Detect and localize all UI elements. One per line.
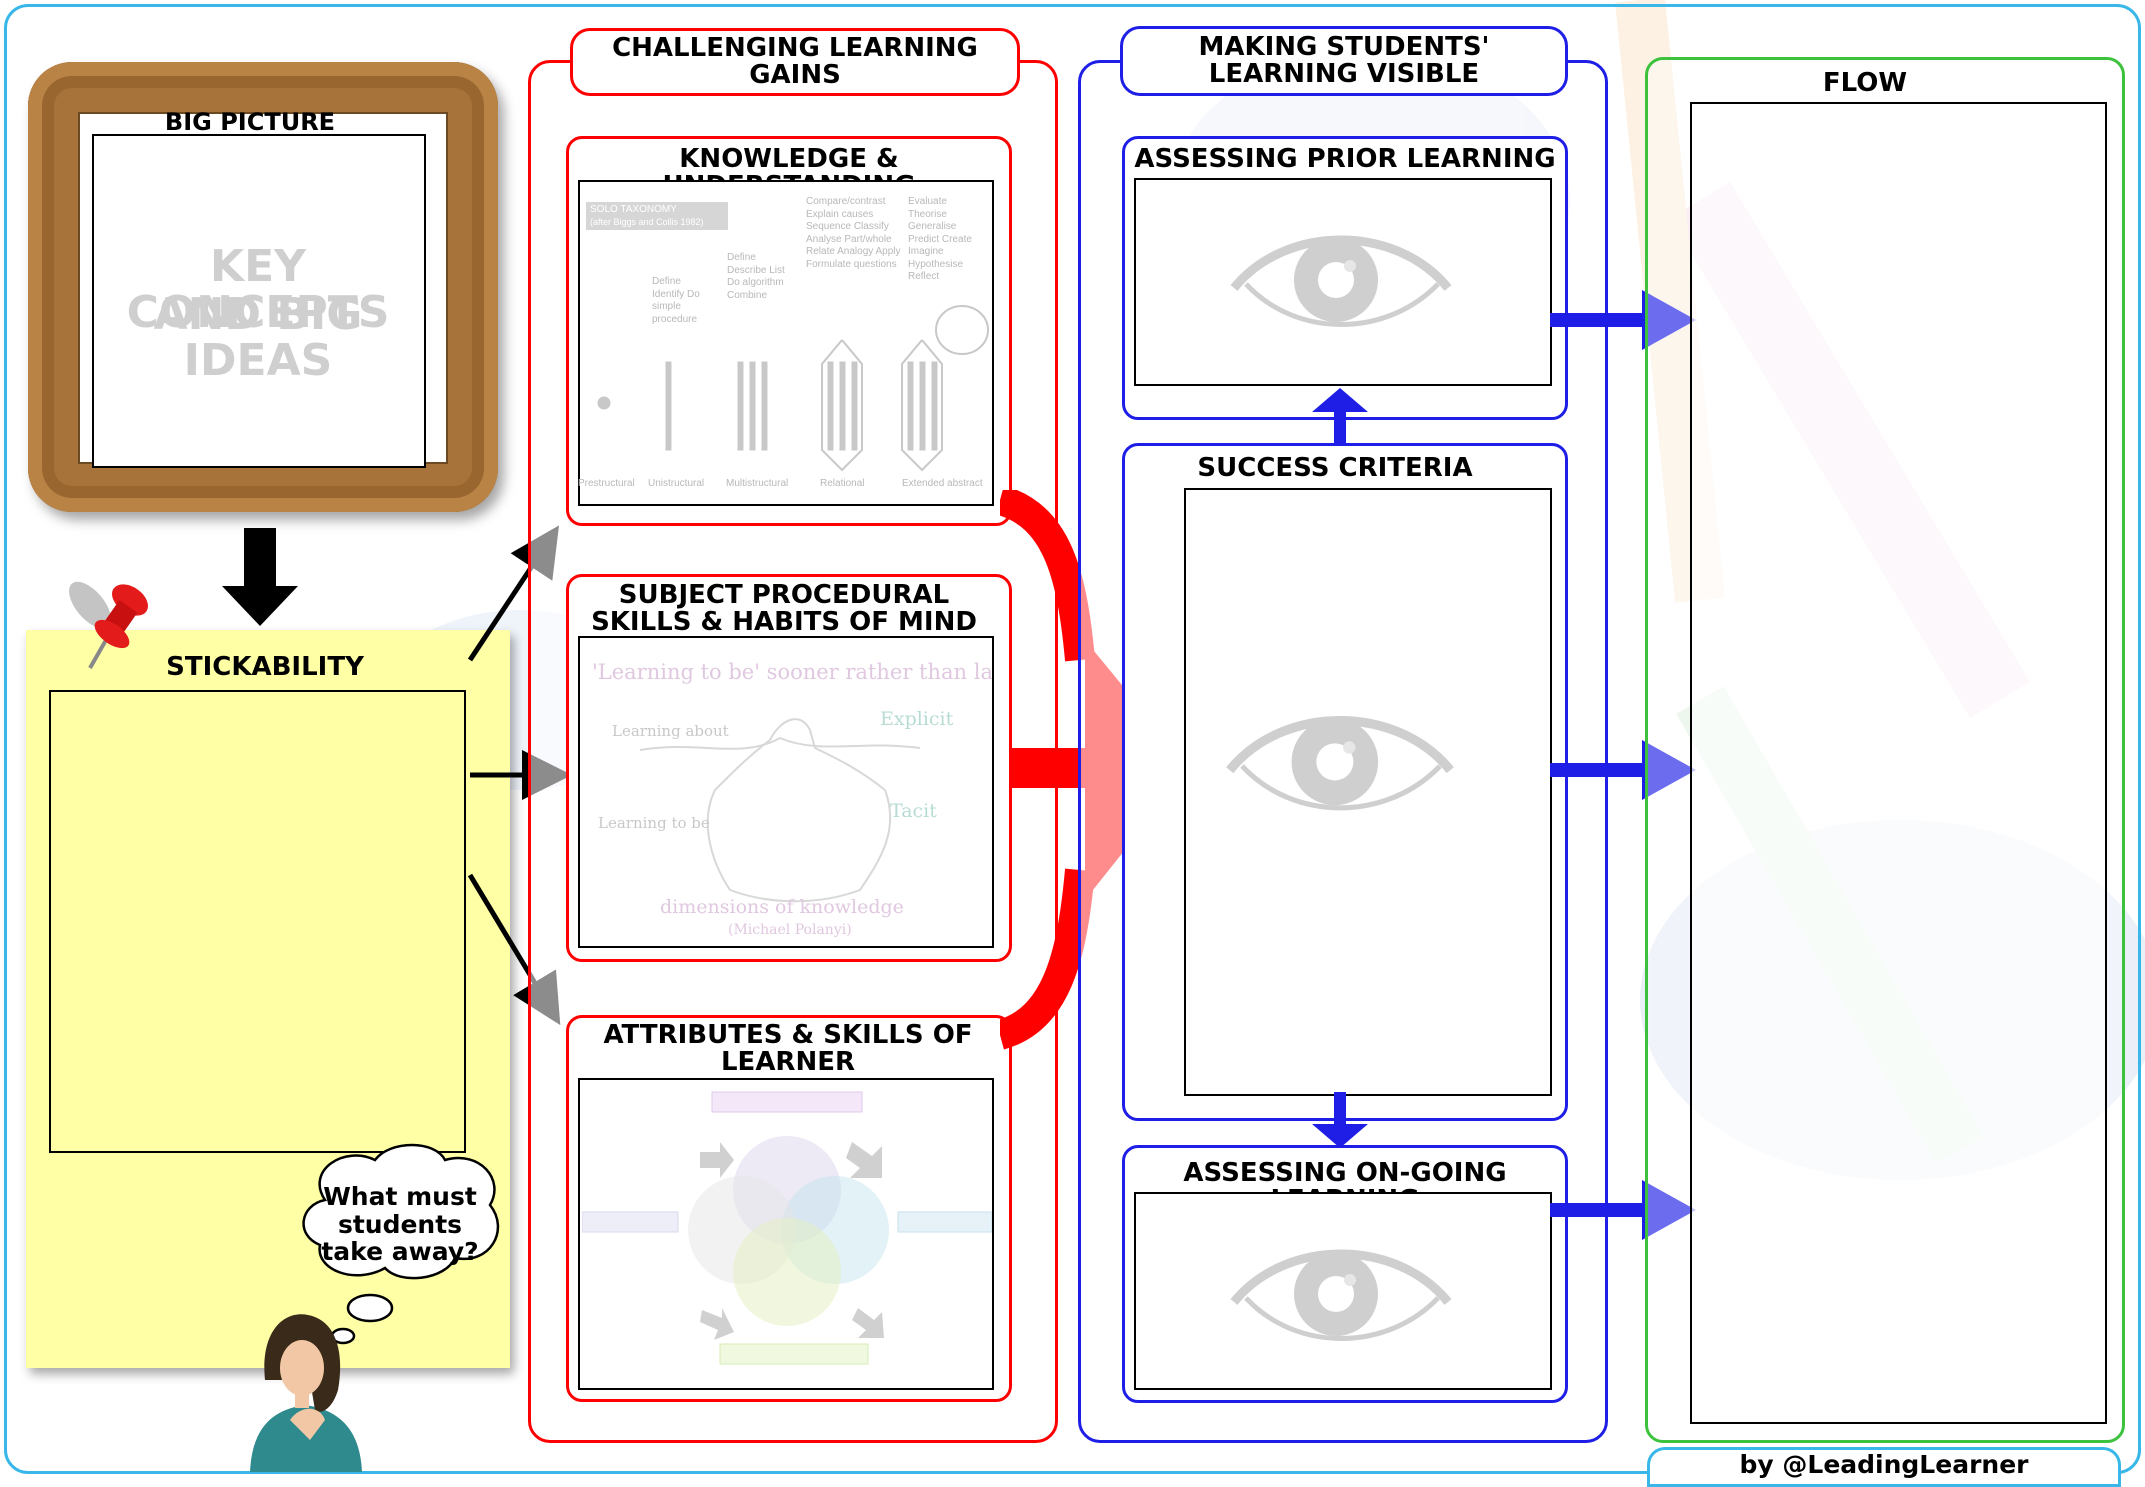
polanyi-label: (Michael Polanyi): [728, 922, 852, 938]
solo-subtitle: (after Biggs and Collis 1982): [590, 217, 704, 227]
flow-box[interactable]: [1690, 102, 2107, 1424]
arrow-success-to-flow: [1550, 740, 1696, 800]
solo-level-2: Unistructural: [648, 478, 705, 489]
success-box[interactable]: [1184, 488, 1552, 1096]
solo-verbs-rel: Compare/contrast Explain causes Sequence…: [806, 196, 901, 270]
success-title: SUCCESS CRITERIA: [1197, 453, 1473, 483]
visible-title: MAKING STUDENTS' LEARNING VISIBLE: [1120, 26, 1568, 96]
arrow-success-to-prior: [1312, 388, 1368, 446]
iceberg-drawing: [639, 718, 921, 903]
arrow-success-to-ongoing: [1312, 1092, 1368, 1148]
arrow-ongoing-to-flow: [1550, 1180, 1696, 1240]
stickability-box[interactable]: [49, 690, 466, 1153]
solo-level-4: Relational: [820, 478, 865, 489]
stickability-title: STICKABILITY: [166, 652, 364, 682]
arrow-prior-to-flow: [1550, 290, 1696, 350]
explicit-label: Explicit: [880, 708, 954, 730]
page-border: [4, 4, 2141, 1474]
solo-verbs-uni: Define Identify Do simple procedure: [652, 276, 700, 325]
learning-about-label: Learning about: [612, 722, 729, 740]
solo-level-1: Prestructural: [578, 478, 635, 489]
credit-text: by @LeadingLearner: [1739, 1450, 2029, 1479]
tacit-label: Tacit: [890, 800, 937, 822]
arrow-bigpicture-to-stickability: [222, 528, 298, 626]
solo-verbs-multi: Define Describe List Do algorithm Combin…: [727, 252, 785, 301]
procedural-title: SUBJECT PROCEDURAL SKILLS & HABITS OF MI…: [591, 580, 977, 637]
challenging-title: CHALLENGING LEARNING GAINS: [570, 28, 1020, 96]
big-picture-box[interactable]: [92, 134, 426, 468]
solo-level-5: Extended abstract: [902, 478, 983, 489]
learning-to-be-label: Learning to be: [598, 814, 710, 832]
big-picture-watermark-1: KEY CONCEPTS: [126, 241, 390, 339]
solo-title: SOLO TAXONOMY: [590, 204, 677, 215]
thought-bubble: [302, 1143, 500, 1345]
eye-icon: [1230, 235, 1452, 327]
procedural-box[interactable]: [578, 636, 994, 948]
solo-level-3: Multistructural: [726, 478, 789, 489]
pushpin-icon: [69, 581, 149, 669]
big-picture-title: BIG PICTURE: [164, 108, 336, 136]
prior-title: ASSESSING PRIOR LEARNING: [1134, 144, 1556, 174]
attributes-title: ATTRIBUTES & SKILLS OF LEARNER: [603, 1020, 973, 1077]
dimensions-label: dimensions of knowledge: [660, 896, 904, 918]
flow-title: FLOW: [1822, 68, 1908, 98]
procedural-quote: 'Learning to be' sooner rather than late…: [592, 660, 992, 684]
eye-icon: [1226, 716, 1454, 811]
solo-verbs-ext: Evaluate Theorise Generalise Predict Cre…: [908, 196, 972, 282]
thought-bubble-text: What must students take away?: [321, 1182, 479, 1266]
big-picture-watermark-2: AND BIG IDEAS: [153, 289, 363, 387]
solo-title-badge: [586, 202, 728, 230]
solo-diagram: [597, 305, 989, 472]
venn-diagram: [582, 1091, 992, 1365]
eye-icon: [1230, 1249, 1452, 1341]
thinking-person-icon: [250, 1314, 362, 1472]
